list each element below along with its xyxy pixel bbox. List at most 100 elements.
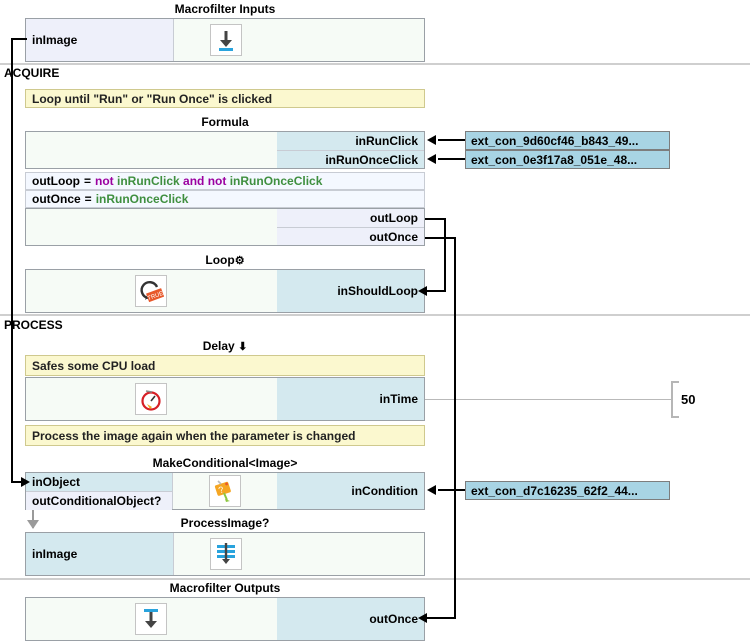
wire-inTime-to-constant <box>425 399 672 400</box>
wire-outLoop-h2 <box>427 290 446 292</box>
port-outLoop[interactable]: outLoop <box>370 210 418 225</box>
wire-extcon2 <box>438 158 465 160</box>
delay-icon-cell <box>26 378 277 420</box>
expr-token-inRunOnceClick-2: inRunOnceClick <box>95 192 189 206</box>
expr-lhs-outOnce: outOnce <box>32 192 81 206</box>
expr-eq-1: = <box>84 192 92 206</box>
block-processimage[interactable]: inImage <box>25 532 425 576</box>
block-delay[interactable]: inTime <box>25 377 425 421</box>
block-makeconditional[interactable]: inObject outConditionalObject? ? inCondi… <box>25 472 425 510</box>
formula-output-column: outLoop outOnce <box>276 209 424 246</box>
wire-inImage-to-inObject <box>11 481 25 483</box>
wire-extcon3-arrow <box>427 485 436 495</box>
macrofilter-output-icon <box>135 603 168 635</box>
block-macrofilter-inputs[interactable]: inImage <box>25 18 425 62</box>
divider-acquire <box>0 63 750 65</box>
section-label-process: PROCESS <box>4 318 63 332</box>
port-inTime[interactable]: inTime <box>379 392 418 406</box>
formula-expression-outLoop[interactable]: outLoop = not inRunClick and not inRunOn… <box>25 172 425 190</box>
block-formula-inputs[interactable]: inRunClick inRunOnceClick <box>25 131 425 169</box>
expr-token-not-2: not <box>207 174 227 188</box>
comment-safes-cpu-load: Safes some CPU load <box>25 355 425 376</box>
section-label-acquire: ACQUIRE <box>4 66 60 80</box>
processimage-spacer <box>278 533 424 575</box>
block-title-loop-text: Loop <box>205 253 235 267</box>
svg-text:?: ? <box>217 484 225 495</box>
makeconditional-icon-cell: ? <box>173 473 277 509</box>
wire-processimage-arrow <box>27 520 39 529</box>
block-title-loop: Loop⚙ <box>25 253 425 267</box>
wire-outOnce-arrow <box>418 613 427 623</box>
port-inObject[interactable]: inObject <box>32 474 81 489</box>
formula-input-column: inRunClick inRunOnceClick <box>276 132 424 169</box>
wire-outOnce-rail <box>454 237 456 618</box>
port-outOnce[interactable]: outOnce <box>276 226 424 246</box>
extcon-inCondition[interactable]: ext_con_d7c16235_62f2_44... <box>465 481 670 500</box>
block-formula-outputs[interactable]: outLoop outOnce <box>25 208 425 246</box>
delay-input-column: inTime <box>276 378 424 420</box>
formula-body-cell <box>26 132 277 168</box>
block-title-processimage: ProcessImage? <box>180 516 270 530</box>
macrofilter-outputs-icon-cell <box>26 598 277 640</box>
formula-outputs-body-cell <box>26 209 277 245</box>
conditional-tag-icon: ? <box>209 475 241 507</box>
port-inRunClick[interactable]: inRunClick <box>355 133 418 148</box>
wire-extcon3 <box>438 489 465 491</box>
expr-token-not-1: not <box>95 174 114 188</box>
comment-loop-until-run: Loop until "Run" or "Run Once" is clicke… <box>25 89 425 108</box>
port-outOnce-output[interactable]: outOnce <box>369 612 418 626</box>
processimage-icon-cell <box>174 533 278 575</box>
block-loop[interactable]: TRUE inShouldLoop <box>25 269 425 313</box>
block-title-delay: Delay ⬇ <box>25 339 425 353</box>
constant-bracket <box>671 381 679 418</box>
wire-extcon1 <box>438 139 465 141</box>
port-inImage-processimage[interactable]: inImage <box>32 547 78 561</box>
divider-process <box>0 314 750 316</box>
wire-outLoop-h1 <box>425 218 446 220</box>
extcon-inRunOnceClick[interactable]: ext_con_0e3f17a8_051e_48... <box>465 150 670 169</box>
loop-input-column: inShouldLoop <box>276 270 424 312</box>
expr-token-inRunClick: inRunClick <box>117 174 180 188</box>
macrofilter-inputs-icon-cell <box>174 19 278 61</box>
macrofilter-outputs-port-column: outOnce <box>276 598 424 640</box>
wire-extcon2-arrow <box>427 154 436 164</box>
expr-eq-0: = <box>83 174 91 188</box>
wire-outOnce-h2 <box>427 617 456 619</box>
constant-value-50[interactable]: 50 <box>681 392 696 407</box>
port-inCondition[interactable]: inCondition <box>351 484 419 498</box>
process-image-icon <box>210 538 242 570</box>
wire-conditional-to-processimage <box>32 510 34 528</box>
block-macrofilter-outputs[interactable]: outOnce <box>25 597 425 641</box>
port-inShouldLoop[interactable]: inShouldLoop <box>337 284 418 298</box>
port-outConditionalObject[interactable]: outConditionalObject? <box>26 490 173 510</box>
formula-expression-outOnce[interactable]: outOnce = inRunOnceClick <box>25 190 425 208</box>
comment-process-image-again: Process the image again when the paramet… <box>25 425 425 446</box>
block-title-macrofilter-inputs: Macrofilter Inputs <box>174 2 276 16</box>
macrofilter-inputs-spacer <box>278 19 424 61</box>
macrofilter-input-icon <box>210 24 242 56</box>
makeconditional-left-column: inObject outConditionalObject? <box>26 473 174 510</box>
block-title-makeconditional: MakeConditional<Image> <box>152 456 298 470</box>
loop-icon-cell: TRUE <box>26 270 277 312</box>
block-title-delay-text: Delay <box>202 339 235 353</box>
clock-icon <box>135 383 168 415</box>
svg-text:TRUE: TRUE <box>147 291 164 302</box>
wire-inImage-top <box>11 38 27 40</box>
loop-true-icon: TRUE <box>135 275 168 307</box>
wire-extcon1-arrow <box>427 135 436 145</box>
expr-token-inRunOnceClick-1: inRunOnceClick <box>229 174 323 188</box>
macrofilter-inputs-port-column: inImage <box>26 19 174 61</box>
port-inImage[interactable]: inImage <box>32 33 78 47</box>
expr-lhs-outLoop: outLoop <box>32 174 80 188</box>
block-title-formula: Formula <box>201 115 249 129</box>
wire-outLoop-v <box>444 218 446 291</box>
block-title-macrofilter-outputs: Macrofilter Outputs <box>169 581 281 595</box>
makeconditional-input-column: inCondition <box>276 473 425 509</box>
wire-inImage-rail <box>11 38 13 483</box>
extcon-inRunClick[interactable]: ext_con_9d60cf46_b843_49... <box>465 131 670 150</box>
port-inRunOnceClick[interactable]: inRunOnceClick <box>276 149 424 169</box>
wire-inShouldLoop-arrow <box>418 286 427 296</box>
wire-outOnce-h1 <box>425 237 456 239</box>
divider-outputs <box>0 578 750 580</box>
